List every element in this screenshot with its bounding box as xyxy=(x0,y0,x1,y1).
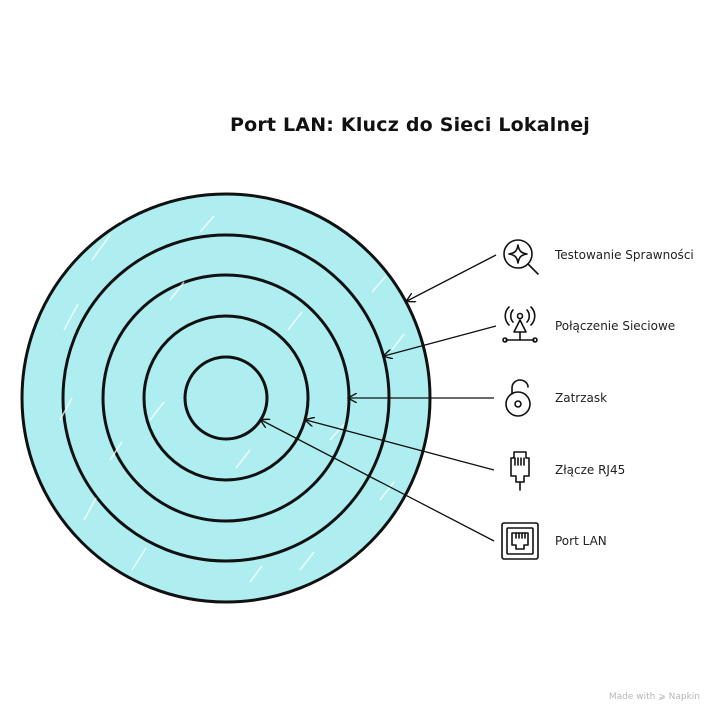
arrow-port-lan xyxy=(261,420,495,542)
napkin-logo-icon: ⩾ xyxy=(658,692,666,702)
watermark-prefix: Made with xyxy=(608,692,656,702)
label-port-lan: Port LAN xyxy=(555,534,607,548)
label-polaczenie-sieciowe: Połączenie Sieciowe xyxy=(555,319,676,333)
arrow-zlacze xyxy=(306,420,495,471)
arrow-testowanie xyxy=(407,254,497,301)
sketch-highlights xyxy=(59,205,405,583)
ring-inner-port-lan xyxy=(183,355,269,441)
connector-arrows xyxy=(261,254,497,542)
label-testowanie-sprawnosci: Testowanie Sprawności xyxy=(555,248,694,262)
watermark: Made with ⩾ Napkin xyxy=(609,692,700,702)
diagram-title-text: Port LAN: Klucz do Sieci Lokalnej xyxy=(229,114,591,136)
search-sparkle-icon xyxy=(498,234,542,278)
unlocked-padlock-icon xyxy=(498,376,542,420)
antenna-network-icon xyxy=(498,304,542,348)
ring-zlacze-rj45 xyxy=(142,314,310,482)
ethernet-port-icon xyxy=(498,519,542,563)
watermark-brand: Napkin xyxy=(668,692,700,702)
label-zlacze-rj45: Złącze RJ45 xyxy=(555,463,626,477)
label-zatrzask: Zatrzask xyxy=(555,391,608,405)
diagram-title: Port LAN: Klucz do Sieci Lokalnej xyxy=(0,114,720,136)
arrow-polaczenie xyxy=(384,325,497,356)
rj45-connector-icon xyxy=(498,448,542,492)
